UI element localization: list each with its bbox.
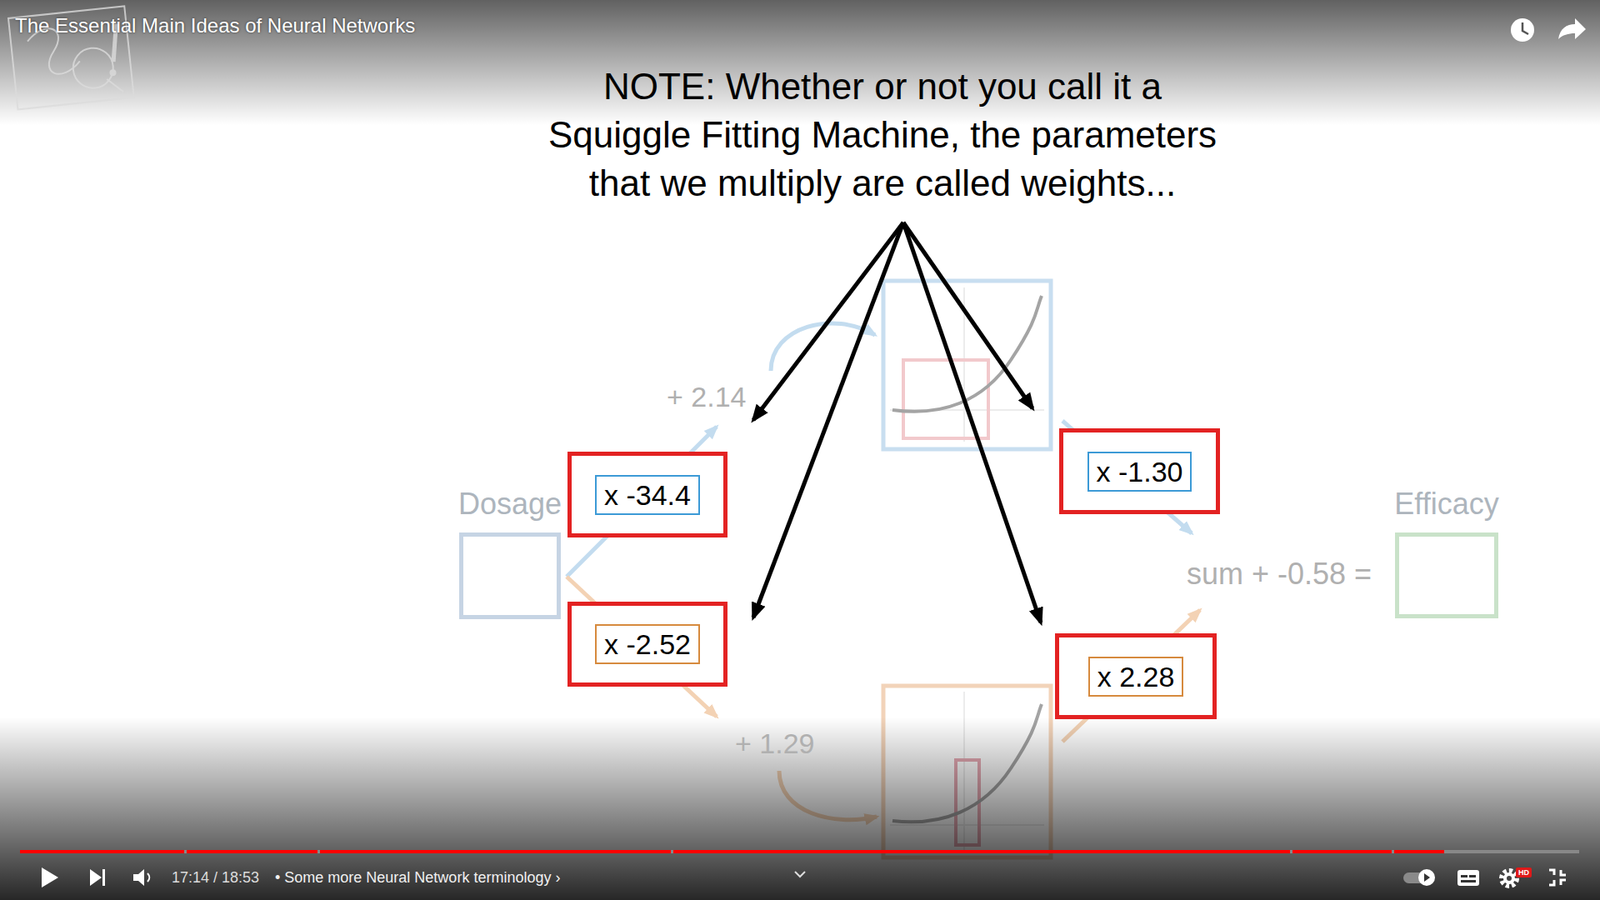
settings-icon — [1501, 870, 1517, 886]
weight-value: x -34.4 — [595, 475, 700, 515]
value-box — [459, 532, 561, 620]
progress-played — [1292, 850, 1392, 854]
chapter-title: • Some more Neural Network terminology › — [275, 867, 560, 888]
weight-box: x 2.28 — [1055, 633, 1217, 720]
settings-icon — [1503, 872, 1515, 885]
logo-stroke — [110, 70, 116, 76]
bias-label: + 1.29 — [735, 726, 815, 760]
watch-later-icon — [1522, 22, 1529, 35]
progress-played — [320, 850, 671, 854]
autoplay-toggle — [1418, 869, 1435, 886]
volume-icon — [147, 873, 150, 882]
watch-later-icon — [1510, 18, 1535, 42]
progress-played — [20, 850, 185, 854]
weight-box: x -1.30 — [1059, 428, 1220, 515]
leader-arrow — [903, 222, 1041, 623]
input-output-node: Efficacy — [1383, 486, 1510, 619]
play-icon — [41, 867, 59, 888]
logo-stroke — [70, 45, 115, 90]
bias-label: + 2.14 — [666, 380, 746, 414]
logo-stroke — [106, 77, 124, 94]
time-display: 17:14 / 18:53 — [171, 867, 260, 888]
video-title: The Essential Main Ideas of Neural Netwo… — [15, 13, 415, 39]
fullscreen-exit-icon — [1549, 870, 1566, 885]
settings-icon — [1506, 875, 1512, 881]
chevron-icon — [795, 871, 805, 877]
node-heading: Efficacy — [1383, 486, 1510, 522]
progress-played — [1394, 850, 1445, 854]
autoplay-toggle — [1424, 873, 1430, 882]
captions-icon — [1469, 875, 1476, 878]
leader-arrow — [753, 222, 904, 618]
progress-bar — [20, 850, 1580, 854]
bottom-shade — [0, 716, 1600, 900]
input-output-node: Dosage — [447, 486, 573, 620]
sum-label: sum + -0.58 = — [1186, 556, 1372, 592]
top-icons — [1510, 18, 1586, 42]
weight-value: x -1.30 — [1087, 451, 1193, 492]
node-heading: Dosage — [447, 486, 573, 522]
activation-box — [883, 280, 1051, 450]
weight-box: x -34.4 — [567, 451, 728, 538]
hd-badge — [1515, 867, 1532, 878]
leader-arrow — [903, 222, 1033, 409]
progress-played — [673, 850, 1290, 854]
value-box — [1395, 532, 1499, 619]
player-controls — [41, 867, 1566, 888]
next-icon — [90, 869, 102, 886]
weight-box: x -2.52 — [567, 601, 728, 687]
leader-arrow — [753, 222, 904, 420]
volume-icon — [133, 869, 145, 886]
weight-value: x -2.52 — [595, 624, 700, 665]
leader-arrows — [753, 222, 1041, 623]
weight-value: x 2.28 — [1088, 656, 1185, 697]
next-icon — [102, 869, 105, 886]
note-text: NOTE: Whether or not you call it a Squig… — [536, 62, 1229, 208]
progress-track — [20, 850, 1580, 854]
share-icon — [1558, 18, 1586, 40]
progress-played — [186, 850, 318, 854]
hd-badge-text: HD — [1516, 867, 1531, 878]
captions-icon — [1460, 875, 1468, 878]
captions-icon — [1460, 880, 1476, 883]
captions-icon — [1457, 870, 1480, 886]
